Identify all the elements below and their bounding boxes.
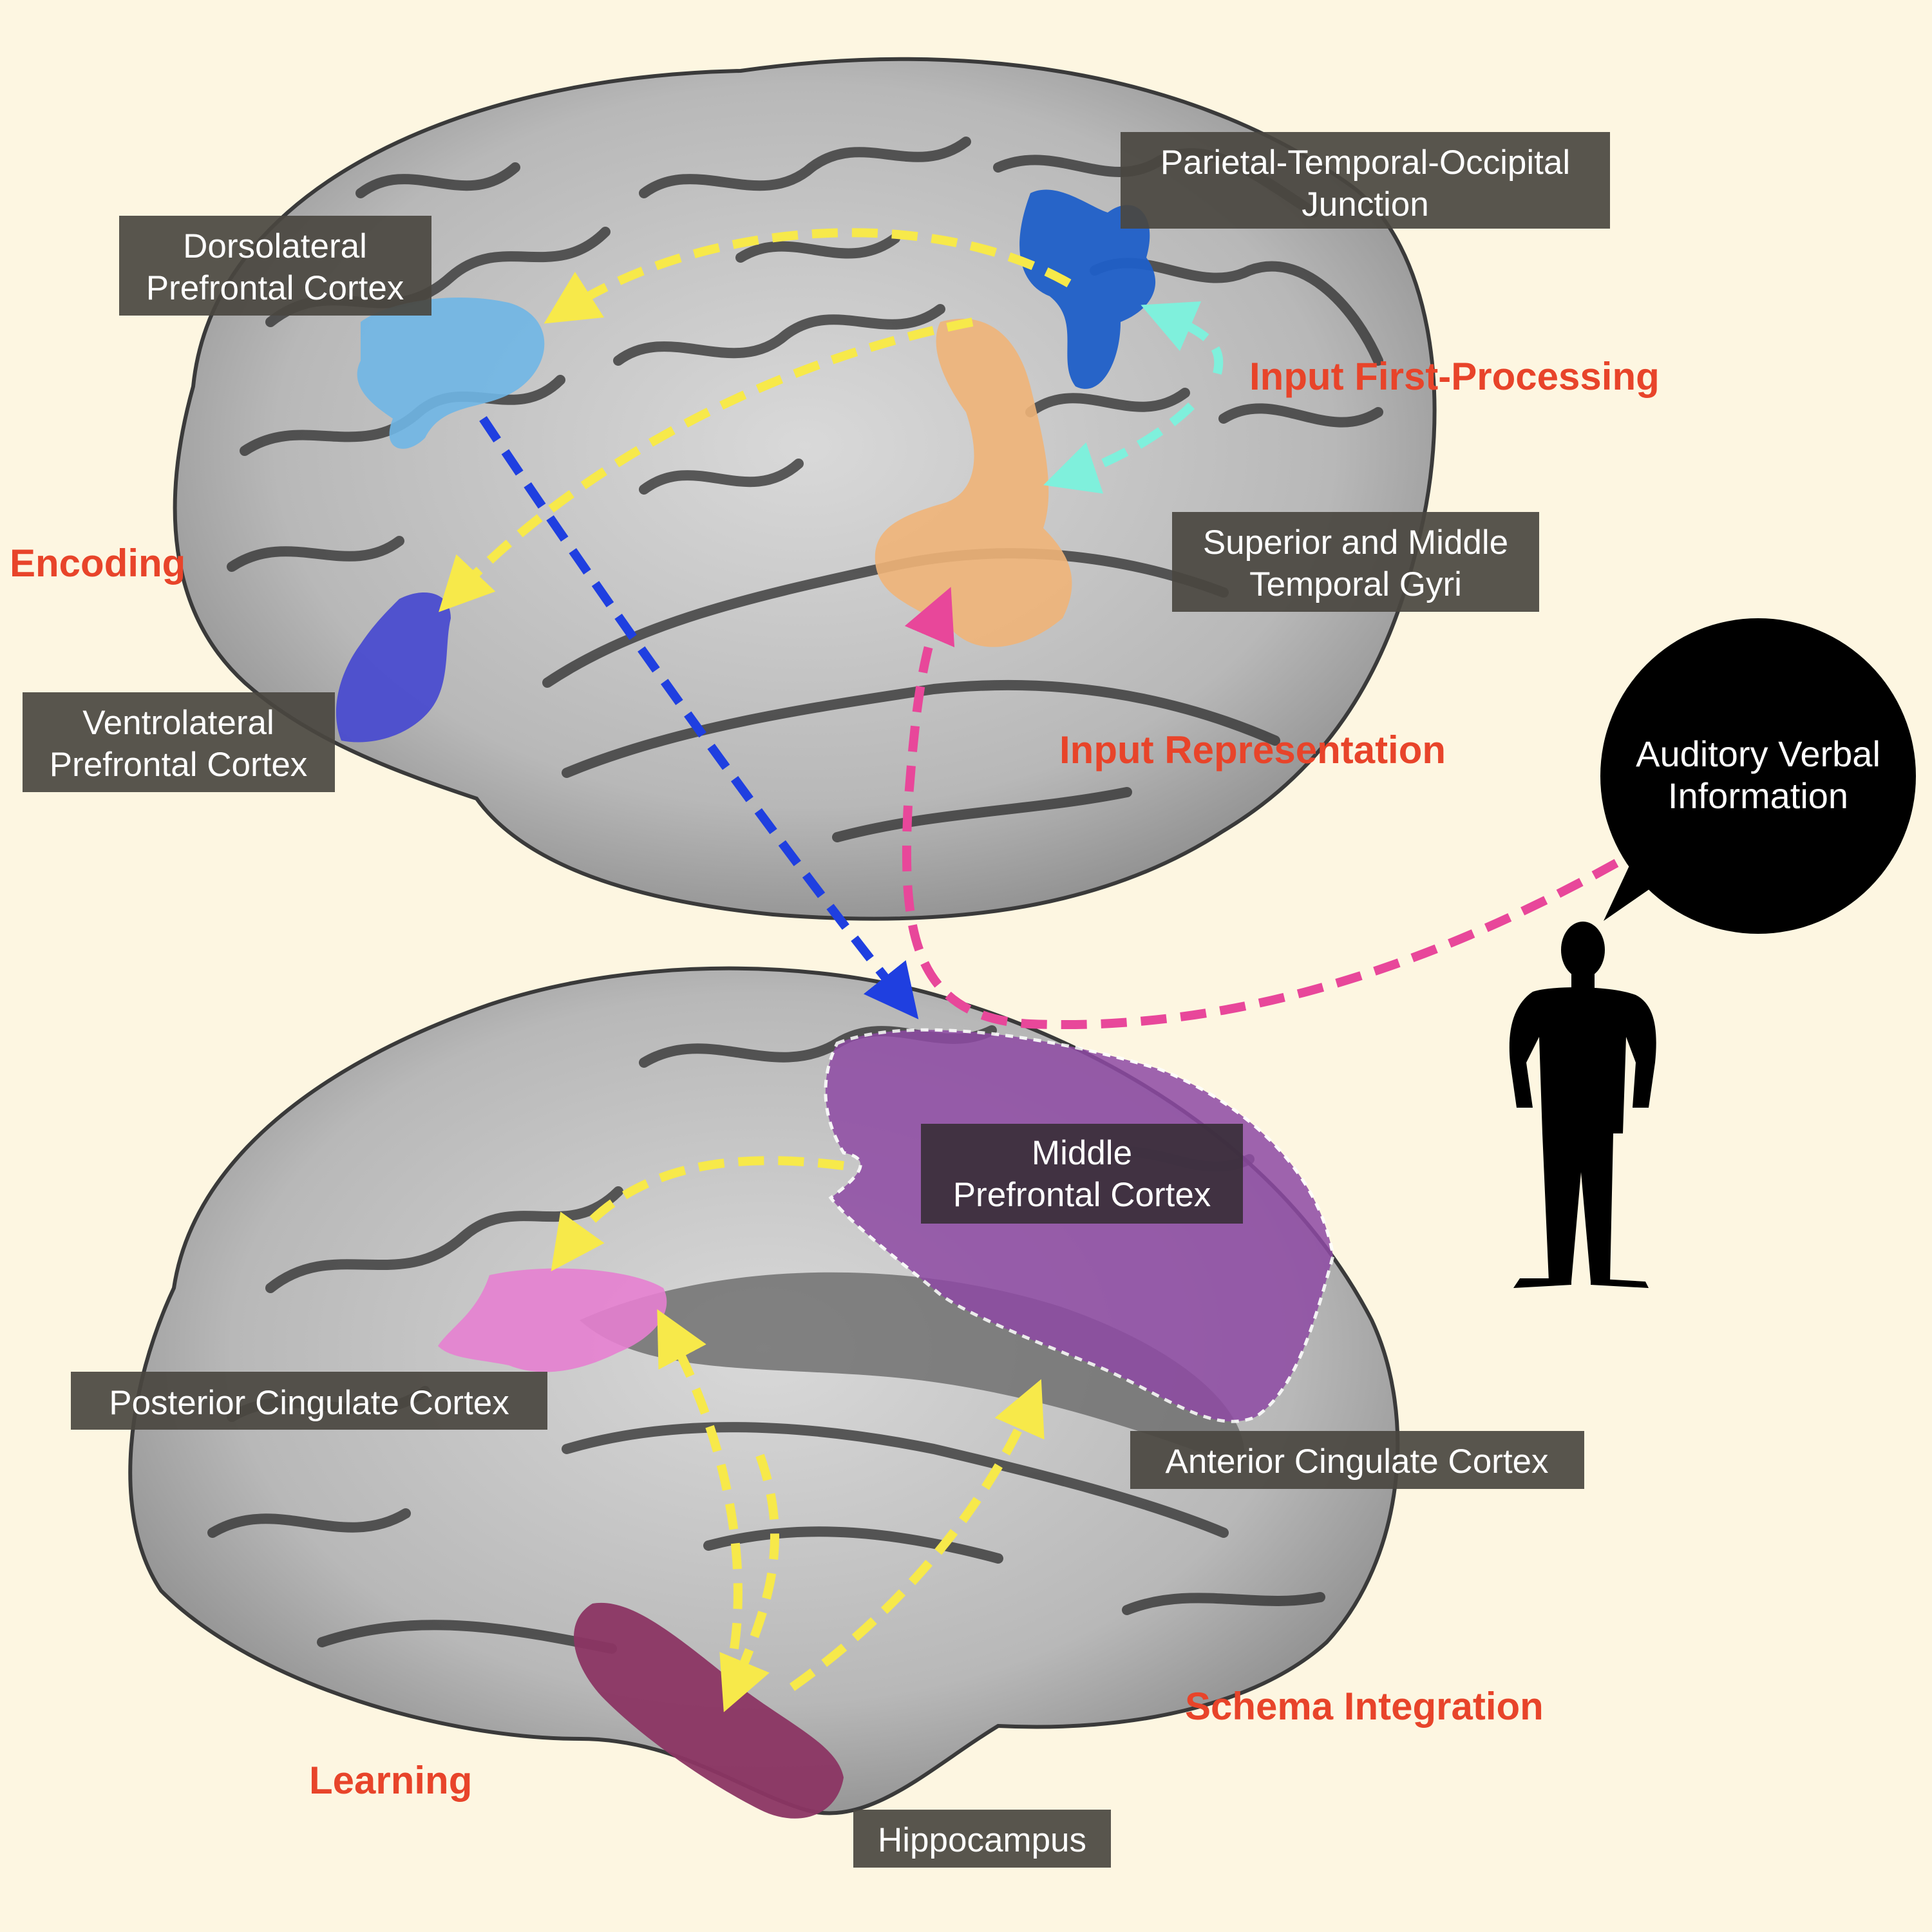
dlpfc-region (357, 297, 545, 449)
label-acc-line1: Anterior Cingulate Cortex (1165, 1443, 1548, 1481)
label-ptoj-line1: Parietal-Temporal-Occipital (1160, 144, 1570, 182)
label-smtg-line1: Superior and Middle (1203, 524, 1508, 562)
label-acc: Anterior Cingulate Cortex (1130, 1431, 1584, 1489)
label-smtg: Superior and Middle Temporal Gyri (1172, 512, 1539, 612)
label-vlpfc-line2: Prefrontal Cortex (50, 746, 308, 784)
bubble-line1: Auditory Verbal (1636, 734, 1880, 774)
label-pcc: Posterior Cingulate Cortex (71, 1372, 547, 1430)
label-vlpfc-line1: Ventrolateral (82, 704, 274, 742)
stage-input-first-processing: Input First-Processing (1249, 355, 1660, 398)
ptoj-region (1019, 189, 1156, 389)
label-dlpfc-line1: Dorsolateral (183, 227, 367, 265)
label-pcc-line1: Posterior Cingulate Cortex (109, 1384, 509, 1422)
label-hippocampus-line1: Hippocampus (878, 1821, 1086, 1859)
label-mpfc: Middle Prefrontal Cortex (921, 1124, 1243, 1224)
stage-input-representation: Input Representation (1059, 728, 1446, 772)
stage-encoding: Encoding (10, 542, 185, 585)
vlpfc-region (336, 592, 451, 743)
label-vlpfc: Ventrolateral Prefrontal Cortex (23, 692, 335, 792)
lateral-brain (173, 57, 1437, 921)
pcc-region (438, 1268, 667, 1372)
human-silhouette-icon (1509, 922, 1656, 1288)
label-mpfc-line1: Middle (1032, 1134, 1132, 1172)
pathway-arrows (439, 228, 1619, 1712)
label-ptoj: Parietal-Temporal-Occipital Junction (1121, 132, 1610, 229)
label-dlpfc: Dorsolateral Prefrontal Cortex (119, 216, 431, 316)
bubble-line2: Information (1668, 775, 1848, 816)
label-mpfc-line2: Prefrontal Cortex (953, 1176, 1211, 1214)
label-smtg-line2: Temporal Gyri (1249, 565, 1462, 603)
hippocampus-region (574, 1602, 844, 1819)
label-dlpfc-line2: Prefrontal Cortex (146, 269, 404, 307)
stage-schema-integration: Schema Integration (1185, 1685, 1544, 1728)
stage-learning: Learning (309, 1759, 472, 1802)
speech-bubble-icon: Auditory Verbal Information (1600, 618, 1916, 934)
label-hippocampus: Hippocampus (853, 1810, 1111, 1868)
label-ptoj-line2: Junction (1302, 185, 1428, 223)
smtg-region (875, 318, 1072, 647)
